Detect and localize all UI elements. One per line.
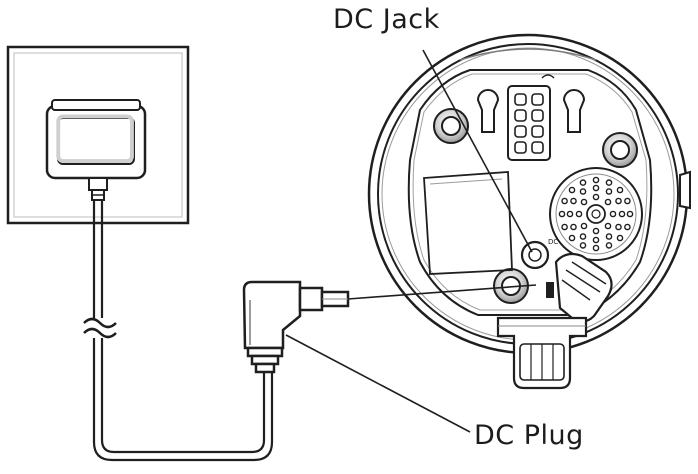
camera-base: [367, 33, 691, 355]
dc-plug-label: DC Plug: [474, 420, 584, 451]
grille-hole: [580, 222, 588, 230]
grille-hole: [624, 197, 631, 205]
grille-hole: [561, 223, 568, 231]
grille-hole: [568, 186, 576, 194]
grille-hole: [609, 210, 617, 218]
grille-hole: [616, 186, 624, 194]
dc-plug: [242, 280, 350, 374]
mounting-slots: [476, 89, 586, 133]
dc-jack-label: DC Jack: [333, 4, 440, 35]
grille-hole: [570, 197, 577, 205]
grille-hole: [558, 210, 566, 218]
grille-hole: [592, 176, 600, 184]
grille-hole: [615, 197, 622, 205]
grille-hole: [561, 197, 568, 205]
grille-hole: [592, 227, 600, 235]
speaker-grille: [549, 167, 643, 261]
grille-hole: [615, 223, 622, 231]
grille-hole: [605, 179, 613, 186]
grille-hole: [579, 233, 587, 240]
bottom-connector: [496, 316, 588, 390]
grille-hole: [570, 223, 577, 231]
grille-hole: [592, 236, 600, 244]
svg-text:DC: DC: [548, 238, 558, 246]
leader-lines: [285, 49, 537, 433]
grille-hole: [592, 244, 600, 252]
grille-hole: [604, 222, 612, 230]
grille-hole: [592, 184, 600, 192]
grille-hole: [605, 242, 613, 249]
screw-bosses: [433, 108, 638, 304]
dc-jack: DC: [520, 238, 558, 270]
grille-hole: [579, 188, 587, 195]
grille-hole: [566, 210, 574, 218]
grille-hole: [568, 234, 576, 242]
dc-plug-leader: [285, 334, 471, 433]
grille-hole: [605, 233, 613, 240]
grille-hole: [575, 210, 583, 218]
grille-hole: [579, 242, 587, 249]
grille-hole: [579, 179, 587, 186]
button-grid: [507, 85, 551, 161]
grille-hole: [580, 198, 588, 206]
plug-to-jack-line: [347, 284, 537, 300]
grille-hole: [618, 210, 626, 218]
power-cable: [83, 200, 274, 462]
dc-jack-leader: [422, 49, 533, 253]
grille-hole: [605, 188, 613, 195]
grille-hole: [626, 210, 634, 218]
power-adapter: [45, 99, 147, 201]
grille-hole: [616, 234, 624, 242]
grille-hole: [624, 223, 631, 231]
label-panel: [423, 171, 513, 275]
grille-hole: [604, 198, 612, 206]
grille-hole: [592, 193, 600, 201]
